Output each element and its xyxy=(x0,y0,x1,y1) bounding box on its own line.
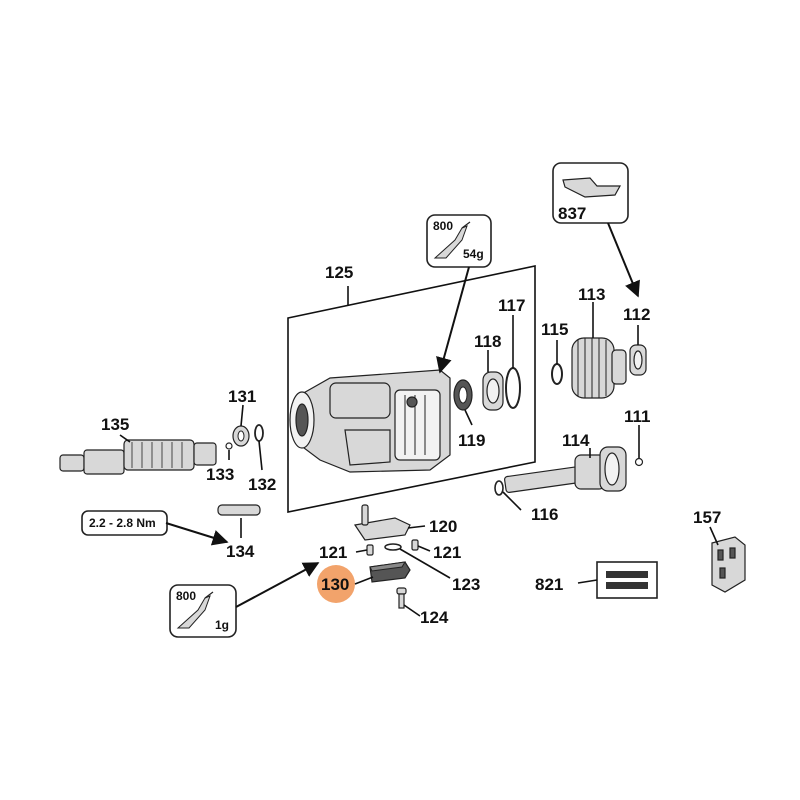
screw-121-right[interactable] xyxy=(411,539,419,551)
label-114: 114 xyxy=(562,431,590,450)
ring-132[interactable] xyxy=(254,424,264,442)
part-157[interactable] xyxy=(711,536,746,593)
label-124: 124 xyxy=(420,608,449,627)
label-131: 131 xyxy=(228,387,256,406)
grease-bottom-code: 800 xyxy=(176,589,196,603)
grease-top-code: 800 xyxy=(433,219,453,233)
housing-outline-box xyxy=(287,265,536,513)
ball-111[interactable] xyxy=(634,457,644,467)
label-115: 115 xyxy=(541,320,568,339)
knob-130[interactable] xyxy=(369,561,411,583)
label-132: 132 xyxy=(248,475,276,494)
arrow-837-to-112 xyxy=(607,222,640,298)
grease-gun-icon xyxy=(176,595,211,629)
grease-gun-icon xyxy=(433,225,468,259)
label-133: 133 xyxy=(206,465,234,484)
highlight-circle-130 xyxy=(317,565,355,603)
ball-133[interactable] xyxy=(225,442,233,450)
label-121-right: 121 xyxy=(433,543,461,562)
label-119: 119 xyxy=(458,431,485,450)
label-125: 125 xyxy=(325,263,353,282)
spindle-135[interactable] xyxy=(59,439,217,475)
leader-lines xyxy=(119,286,719,617)
o-ring-123[interactable] xyxy=(384,543,402,551)
torque-spec-text: 2.2 - 2.8 Nm xyxy=(89,516,156,530)
label-157: 157 xyxy=(693,508,721,527)
seal-119[interactable] xyxy=(453,379,473,411)
label-135: 135 xyxy=(101,415,129,434)
grease-callout-bottom xyxy=(169,584,237,638)
label-120: 120 xyxy=(429,517,457,536)
shaft-114[interactable] xyxy=(504,446,627,494)
label-111: 111 xyxy=(624,407,651,426)
screw-121-left[interactable] xyxy=(366,544,374,556)
washer-116[interactable] xyxy=(494,480,504,496)
bearing-118[interactable] xyxy=(482,371,504,411)
callout-837[interactable] xyxy=(552,162,629,224)
label-118: 118 xyxy=(474,332,501,351)
ring-117[interactable] xyxy=(505,367,521,409)
label-121-left: 121 xyxy=(319,543,347,562)
lever-120[interactable] xyxy=(353,504,411,541)
ring-115[interactable] xyxy=(551,363,563,385)
pin-134[interactable] xyxy=(217,504,261,516)
grease-bottom-amount: 1g xyxy=(215,618,229,632)
gear-housing-125[interactable] xyxy=(289,369,451,473)
ring-131[interactable] xyxy=(232,425,250,447)
label-112: 112 xyxy=(623,305,650,324)
label-113: 113 xyxy=(578,285,605,304)
arrow-grease-top xyxy=(436,266,470,374)
grease-callout-top xyxy=(426,214,492,268)
label-123: 123 xyxy=(452,575,480,594)
grease-top-amount: 54g xyxy=(463,247,484,261)
bearing-112[interactable] xyxy=(629,344,647,376)
label-134: 134 xyxy=(226,542,255,561)
label-117: 117 xyxy=(498,296,525,315)
screw-124[interactable] xyxy=(396,587,407,609)
arrow-grease-bottom xyxy=(235,562,320,608)
arrow-torque xyxy=(165,522,229,546)
label-821: 821 xyxy=(535,575,563,594)
label-plate-821[interactable] xyxy=(596,561,658,599)
label-837: 837 xyxy=(558,204,586,223)
gear-113[interactable] xyxy=(571,337,627,399)
label-116: 116 xyxy=(531,505,558,524)
label-130: 130 xyxy=(321,575,349,594)
